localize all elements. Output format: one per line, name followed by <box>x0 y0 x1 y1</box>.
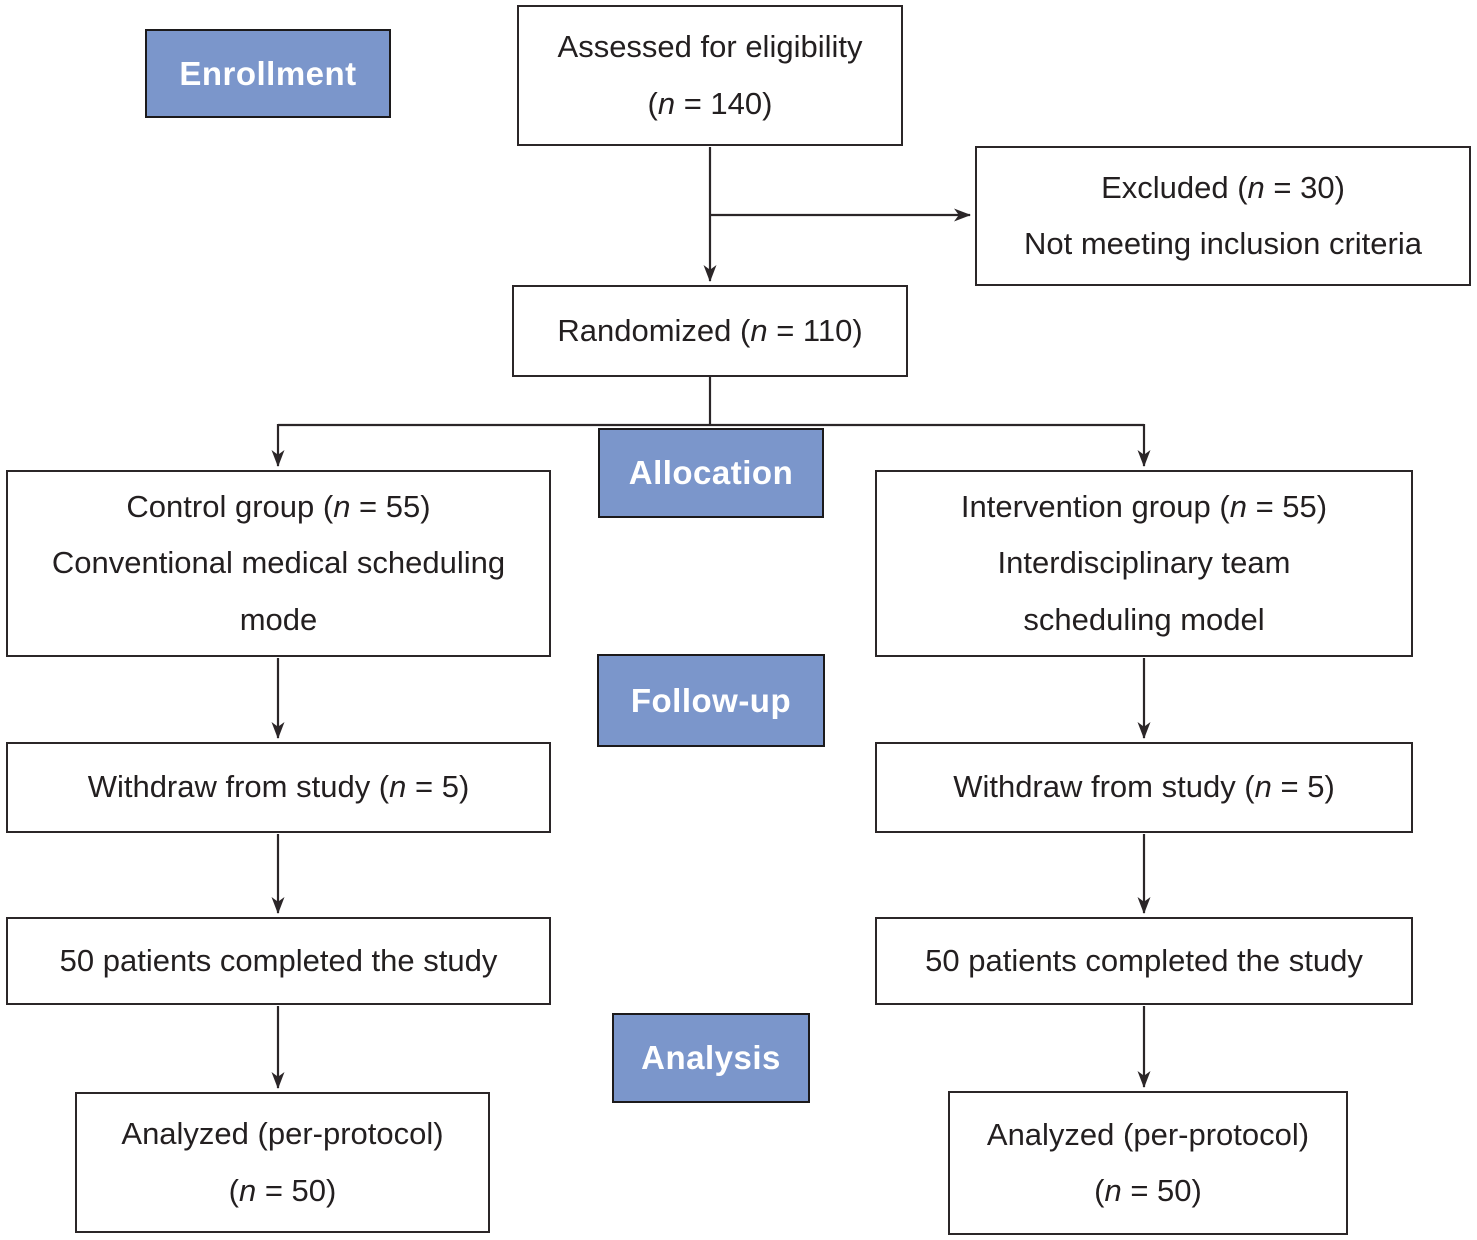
assessed-line1: Assessed for eligibility <box>557 29 863 65</box>
stage-label-allocation-text: Allocation <box>628 454 794 491</box>
n-variable: n <box>1229 488 1247 524</box>
n-variable: n <box>389 769 407 805</box>
box-withdraw-intervention: Withdraw from study (n = 5) <box>875 742 1413 833</box>
stage-label-analysis: Analysis <box>612 1013 810 1103</box>
control-line3: mode <box>239 601 318 637</box>
box-assessed-for-eligibility: Assessed for eligibility (n = 140) <box>517 5 903 146</box>
withdraw-left-line: Withdraw from study (n = 5) <box>87 769 470 805</box>
excluded-line2: Not meeting inclusion criteria <box>1023 226 1422 261</box>
completed-right-line: 50 patients completed the study <box>925 942 1363 978</box>
box-analyzed-intervention: Analyzed (per-protocol) (n = 50) <box>948 1091 1348 1235</box>
n-variable: n <box>1254 769 1272 805</box>
n-variable: n <box>333 488 351 524</box>
intervention-line3: scheduling model <box>1023 601 1265 637</box>
box-intervention-group: Intervention group (n = 55) Interdiscipl… <box>875 470 1413 657</box>
intervention-line2: Interdisciplinary team <box>997 545 1291 581</box>
box-control-group: Control group (n = 55) Conventional medi… <box>6 470 551 657</box>
excluded-line1: Excluded (n = 30) <box>1101 169 1345 205</box>
box-excluded: Excluded (n = 30) Not meeting inclusion … <box>975 146 1471 286</box>
box-randomized: Randomized (n = 110) <box>512 285 908 377</box>
assessed-line2: (n = 140) <box>647 85 773 121</box>
completed-left-line: 50 patients completed the study <box>59 942 498 978</box>
n-variable: n <box>1104 1173 1122 1208</box>
analyzed-left-line2: (n = 50) <box>228 1172 337 1208</box>
withdraw-right-line: Withdraw from study (n = 5) <box>953 769 1335 805</box>
intervention-line1: Intervention group (n = 55) <box>960 488 1328 524</box>
n-variable: n <box>750 312 768 348</box>
stage-label-enrollment-text: Enrollment <box>179 54 357 92</box>
analyzed-right-line1: Analyzed (per-protocol) <box>986 1116 1310 1152</box>
stage-label-allocation: Allocation <box>598 428 824 518</box>
analyzed-right-line2: (n = 50) <box>1094 1173 1202 1208</box>
analyzed-left-line1: Analyzed (per-protocol) <box>121 1116 444 1152</box>
box-analyzed-control: Analyzed (per-protocol) (n = 50) <box>75 1092 490 1233</box>
stage-label-analysis-text: Analysis <box>641 1039 781 1076</box>
stage-label-followup-text: Follow-up <box>630 681 792 719</box>
box-completed-control: 50 patients completed the study <box>6 917 551 1005</box>
box-completed-intervention: 50 patients completed the study <box>875 917 1413 1005</box>
stage-label-enrollment: Enrollment <box>145 29 391 118</box>
control-line2: Conventional medical scheduling <box>51 545 506 581</box>
stage-label-followup: Follow-up <box>597 654 825 747</box>
control-line1: Control group (n = 55) <box>126 488 431 524</box>
n-variable: n <box>1247 169 1265 205</box>
randomized-line: Randomized (n = 110) <box>557 312 863 348</box>
n-variable: n <box>238 1172 257 1208</box>
box-withdraw-control: Withdraw from study (n = 5) <box>6 742 551 833</box>
n-variable: n <box>657 85 676 121</box>
